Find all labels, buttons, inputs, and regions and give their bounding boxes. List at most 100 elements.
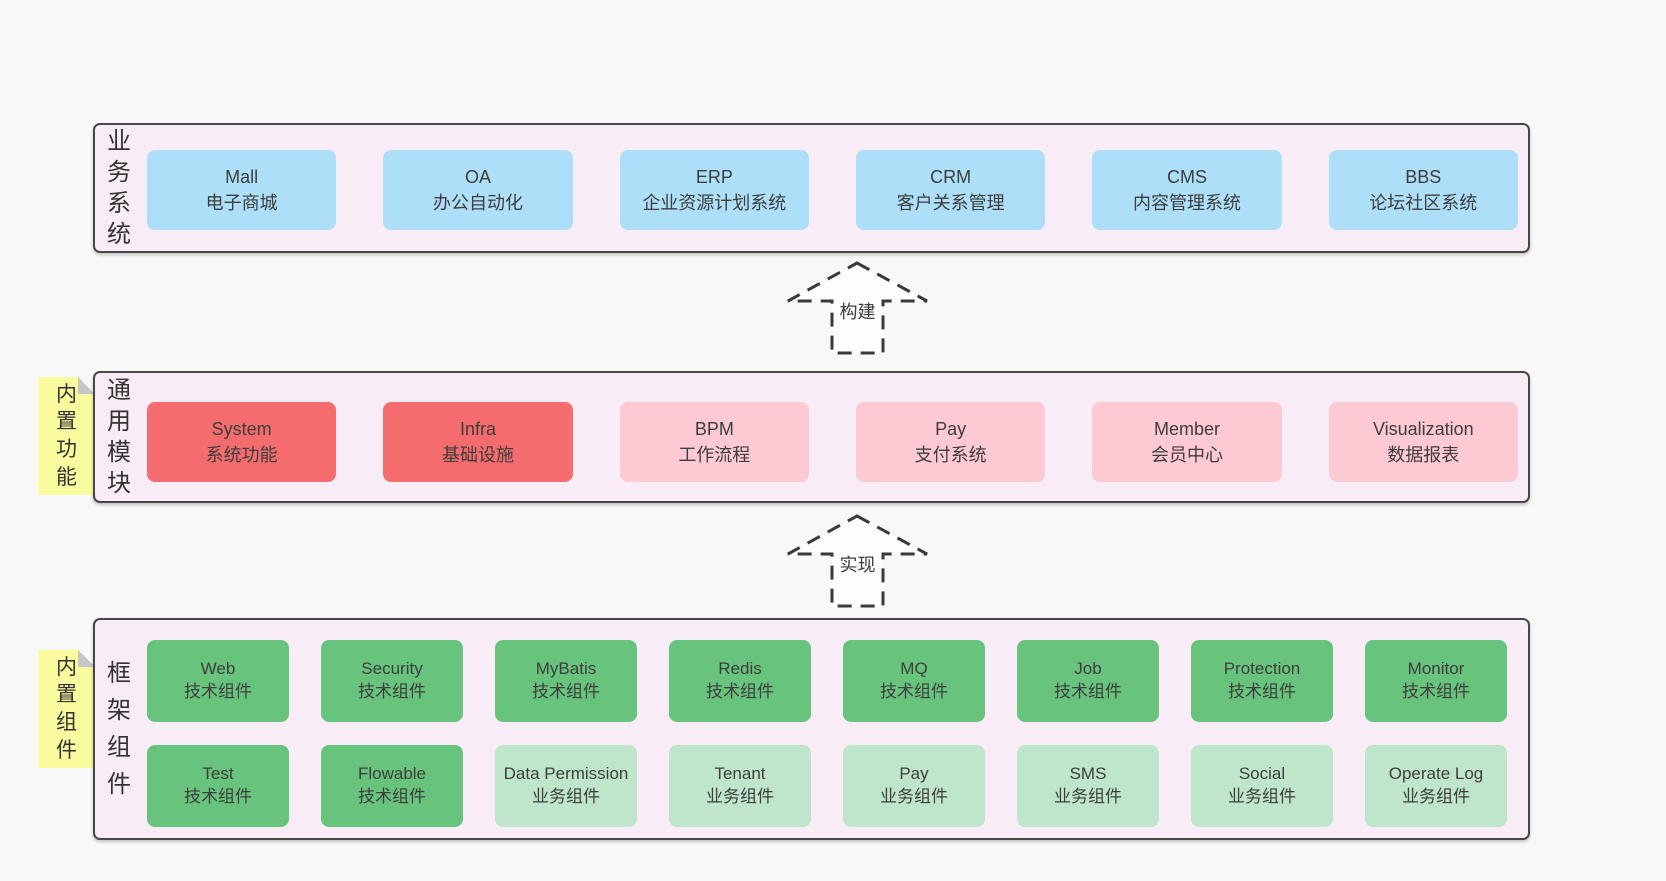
- box-pay: Pay 支付系统: [855, 402, 1046, 482]
- box-social: Social 业务组件: [1191, 745, 1333, 827]
- box-title: Mall: [225, 166, 259, 187]
- box-title: Pay: [935, 418, 967, 439]
- box-subtitle: 技术组件: [184, 787, 252, 806]
- box-system: System 系统功能: [147, 402, 337, 482]
- box-title: Pay: [899, 764, 929, 784]
- box-oa: OA 办公自动化: [383, 150, 573, 230]
- box-cms: CMS 内容管理系统: [1092, 150, 1282, 230]
- box-erp: ERP 企业资源计划系统: [619, 150, 809, 230]
- box-title: Protection: [1223, 659, 1301, 679]
- arrow-build: 构建: [785, 259, 930, 356]
- box-title: OA: [464, 166, 491, 187]
- box-title: Flowable: [357, 764, 427, 784]
- box-subtitle: 系统功能: [205, 445, 278, 465]
- box-title: MyBatis: [535, 659, 597, 679]
- band-label-text: 通用模块: [107, 376, 131, 498]
- box-tenant: Tenant 业务组件: [669, 745, 811, 827]
- box-subtitle: 技术组件: [1402, 682, 1470, 701]
- box-operate-log: Operate Log 业务组件: [1365, 745, 1507, 827]
- box-title: Operate Log: [1388, 764, 1484, 784]
- box-subtitle: 业务组件: [532, 787, 600, 806]
- box-mq: MQ 技术组件: [843, 640, 985, 722]
- box-title: Data Permission: [503, 764, 629, 784]
- box-subtitle: 基础设施: [441, 445, 514, 465]
- box-subtitle: 技术组件: [880, 682, 948, 701]
- box-title: Monitor: [1407, 659, 1465, 679]
- box-visualization: Visualization 数据报表: [1328, 402, 1518, 482]
- box-title: Member: [1153, 418, 1220, 439]
- box-subtitle: 技术组件: [1228, 682, 1296, 701]
- box-title: Redis: [718, 659, 762, 679]
- box-title: System: [211, 418, 272, 439]
- box-title: SMS: [1069, 764, 1107, 784]
- box-subtitle: 论坛社区系统: [1369, 193, 1478, 213]
- box-title: Security: [361, 659, 423, 679]
- box-subtitle: 企业资源计划系统: [642, 193, 787, 213]
- sticky-note-label: 内置组件: [56, 655, 77, 762]
- band-label-text: 框架组件: [107, 659, 131, 799]
- box-subtitle: 工作流程: [678, 445, 751, 465]
- box-subtitle: 技术组件: [358, 682, 426, 701]
- sticky-note-built-in-features: 内置功能: [38, 377, 95, 495]
- box-title: BBS: [1405, 166, 1442, 187]
- box-title: MQ: [900, 659, 928, 679]
- box-redis: Redis 技术组件: [669, 640, 811, 722]
- box-subtitle: 内容管理系统: [1132, 193, 1241, 213]
- band-business-systems: 业务系统 Mall 电子商城 OA 办公自动化 ERP 企业资源计划系统 CRM: [93, 123, 1530, 253]
- box-mall: Mall 电子商城: [147, 150, 337, 230]
- box-title: CMS: [1166, 166, 1207, 187]
- box-title: Job: [1074, 659, 1102, 679]
- box-subtitle: 技术组件: [358, 787, 426, 806]
- box-title: BPM: [694, 418, 734, 439]
- box-member: Member 会员中心: [1092, 402, 1282, 482]
- box-bbs: BBS 论坛社区系统: [1328, 150, 1518, 230]
- box-subtitle: 业务组件: [1228, 787, 1296, 806]
- sticky-note-built-in-components: 内置组件: [38, 650, 95, 768]
- box-subtitle: 会员中心: [1150, 445, 1223, 465]
- arrow-build-label: 构建: [836, 298, 879, 324]
- box-job: Job 技术组件: [1017, 640, 1159, 722]
- band-label-common-modules: 通用模块: [104, 373, 134, 501]
- box-security: Security 技术组件: [321, 640, 463, 722]
- box-subtitle: 支付系统: [914, 445, 987, 465]
- box-sms: SMS 业务组件: [1017, 745, 1159, 827]
- band-label-business-systems: 业务系统: [104, 125, 134, 251]
- band-framework-components: 框架组件 Web 技术组件 Security 技术组件 MyBatis 技术组件…: [93, 618, 1530, 840]
- box-subtitle: 客户关系管理: [896, 193, 1005, 213]
- folded-corner-icon: [78, 650, 95, 667]
- box-subtitle: 电子商城: [205, 193, 278, 213]
- box-test: Test 技术组件: [147, 745, 289, 827]
- box-flowable: Flowable 技术组件: [321, 745, 463, 827]
- box-subtitle: 业务组件: [880, 787, 948, 806]
- band-label-framework-components: 框架组件: [104, 620, 134, 838]
- band-common-modules: 通用模块 System 系统功能 Infra 基础设施 BPM 工作流程 Pay: [93, 371, 1530, 503]
- box-title: Tenant: [714, 764, 766, 784]
- box-infra: Infra 基础设施: [383, 402, 573, 482]
- band-label-text: 业务系统: [107, 127, 131, 249]
- arrow-implement-label: 实现: [836, 551, 879, 577]
- box-title: ERP: [695, 166, 733, 187]
- box-subtitle: 技术组件: [532, 682, 600, 701]
- box-subtitle: 办公自动化: [432, 193, 523, 213]
- box-title: Test: [202, 764, 234, 784]
- box-title: Web: [200, 659, 236, 679]
- box-subtitle: 技术组件: [1054, 682, 1122, 701]
- box-subtitle: 技术组件: [184, 682, 252, 701]
- arrow-implement: 实现: [785, 512, 930, 609]
- folded-corner-icon: [78, 377, 95, 394]
- box-protection: Protection 技术组件: [1191, 640, 1333, 722]
- box-web: Web 技术组件: [147, 640, 289, 722]
- box-title: Social: [1238, 764, 1286, 784]
- box-data-permission: Data Permission 业务组件: [495, 745, 637, 827]
- box-title: CRM: [930, 166, 972, 187]
- box-title: Visualization: [1372, 418, 1474, 439]
- box-bpm: BPM 工作流程: [619, 402, 809, 482]
- box-title: Infra: [459, 418, 496, 439]
- box-monitor: Monitor 技术组件: [1365, 640, 1507, 722]
- box-subtitle: 数据报表: [1387, 445, 1460, 465]
- box-subtitle: 业务组件: [1402, 787, 1470, 806]
- sticky-note-label: 内置功能: [56, 382, 77, 489]
- box-mybatis: MyBatis 技术组件: [495, 640, 637, 722]
- box-subtitle: 业务组件: [706, 787, 774, 806]
